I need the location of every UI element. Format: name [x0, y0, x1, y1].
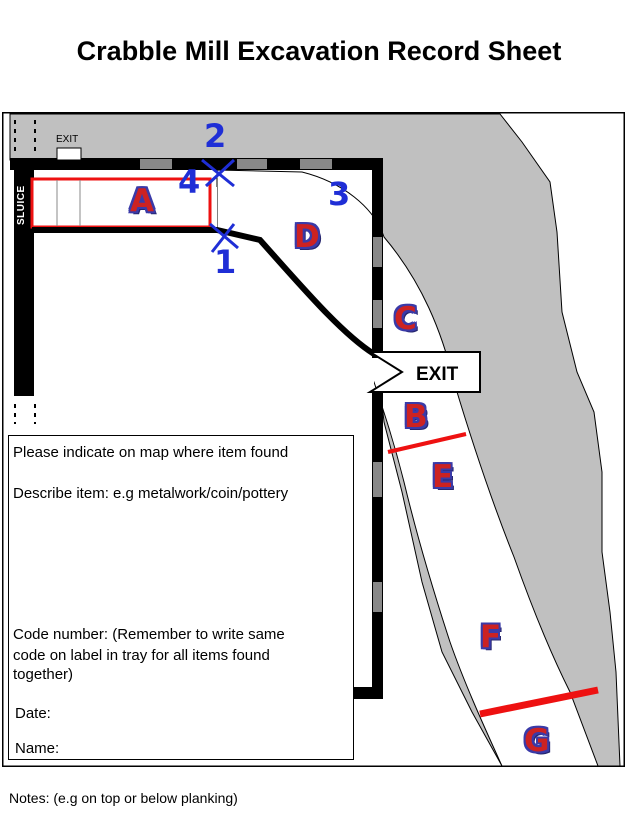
exit-sign-label: EXIT — [416, 364, 459, 385]
right-wall-lower — [372, 392, 383, 698]
indicate-instruction: Please indicate on map where item found — [13, 444, 289, 461]
date-label[interactable]: Date: — [15, 705, 51, 722]
channel-wall — [32, 227, 376, 357]
area-label-d[interactable]: D — [294, 219, 320, 255]
marker-number-2: 2 — [204, 117, 227, 155]
area-label-b[interactable]: B — [404, 399, 428, 435]
area-label-a[interactable]: A — [130, 183, 154, 219]
area-label-c[interactable]: C — [394, 301, 417, 337]
exit-top-box — [56, 147, 82, 161]
record-form — [8, 435, 354, 760]
sluice-strip — [16, 179, 32, 227]
boundary-b-e — [387, 432, 467, 454]
area-a-outline — [30, 177, 212, 229]
right-wall-gap-3 — [373, 462, 382, 497]
code-number-label-line3: together) — [13, 666, 74, 683]
area-label-e[interactable]: E — [432, 459, 454, 495]
top-wall — [10, 158, 382, 170]
marker-number-3: 3 — [328, 175, 351, 213]
exit-sign — [366, 351, 481, 393]
marker-number-4: 4 — [178, 163, 201, 201]
notes-label[interactable]: Notes: (e.g on top or below planking) — [9, 790, 238, 806]
page-title: Crabble Mill Excavation Record Sheet — [76, 36, 562, 66]
top-wall-gap-2 — [237, 159, 267, 169]
code-number-label-line2: code on label in tray for all items foun… — [13, 647, 270, 664]
right-wall-gap-1 — [373, 237, 382, 267]
name-label[interactable]: Name: — [15, 740, 60, 757]
marker-number-1: 1 — [214, 243, 237, 281]
marker-cross-2-4 — [201, 158, 236, 188]
describe-item-label[interactable]: Describe item: e.g metalwork/coin/potter… — [13, 485, 289, 502]
top-wall-gap-1 — [140, 159, 172, 169]
top-wall-gap-3 — [300, 159, 332, 169]
sluice-label: SLUICE — [16, 185, 27, 225]
area-label-g[interactable]: G — [524, 723, 550, 759]
marker-cross-1 — [209, 222, 239, 253]
boundary-f-g — [479, 686, 599, 718]
exit-top-label: EXIT — [56, 134, 79, 145]
area-label-f[interactable]: F — [480, 619, 502, 655]
bottom-wall — [354, 687, 383, 699]
right-wall-gap-2 — [373, 300, 382, 328]
code-number-label-line1[interactable]: Code number: (Remember to write same — [13, 626, 285, 643]
right-wall-gap-4 — [373, 582, 382, 612]
